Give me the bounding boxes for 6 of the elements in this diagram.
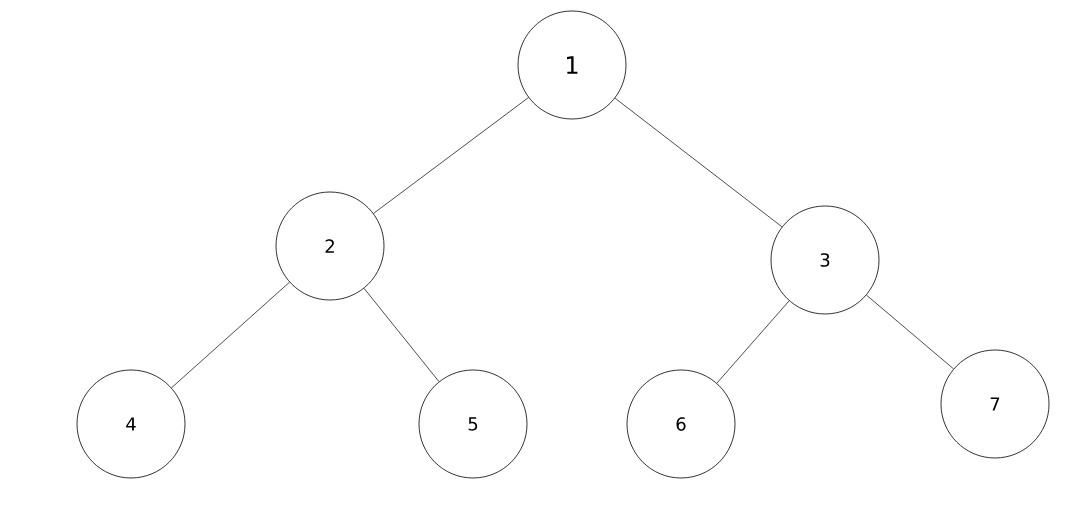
connector-line	[866, 294, 954, 370]
connector-line	[171, 281, 290, 389]
connector-line	[363, 288, 440, 382]
connector-line	[373, 97, 529, 214]
connector-line	[716, 300, 790, 384]
connector-line	[614, 97, 783, 228]
